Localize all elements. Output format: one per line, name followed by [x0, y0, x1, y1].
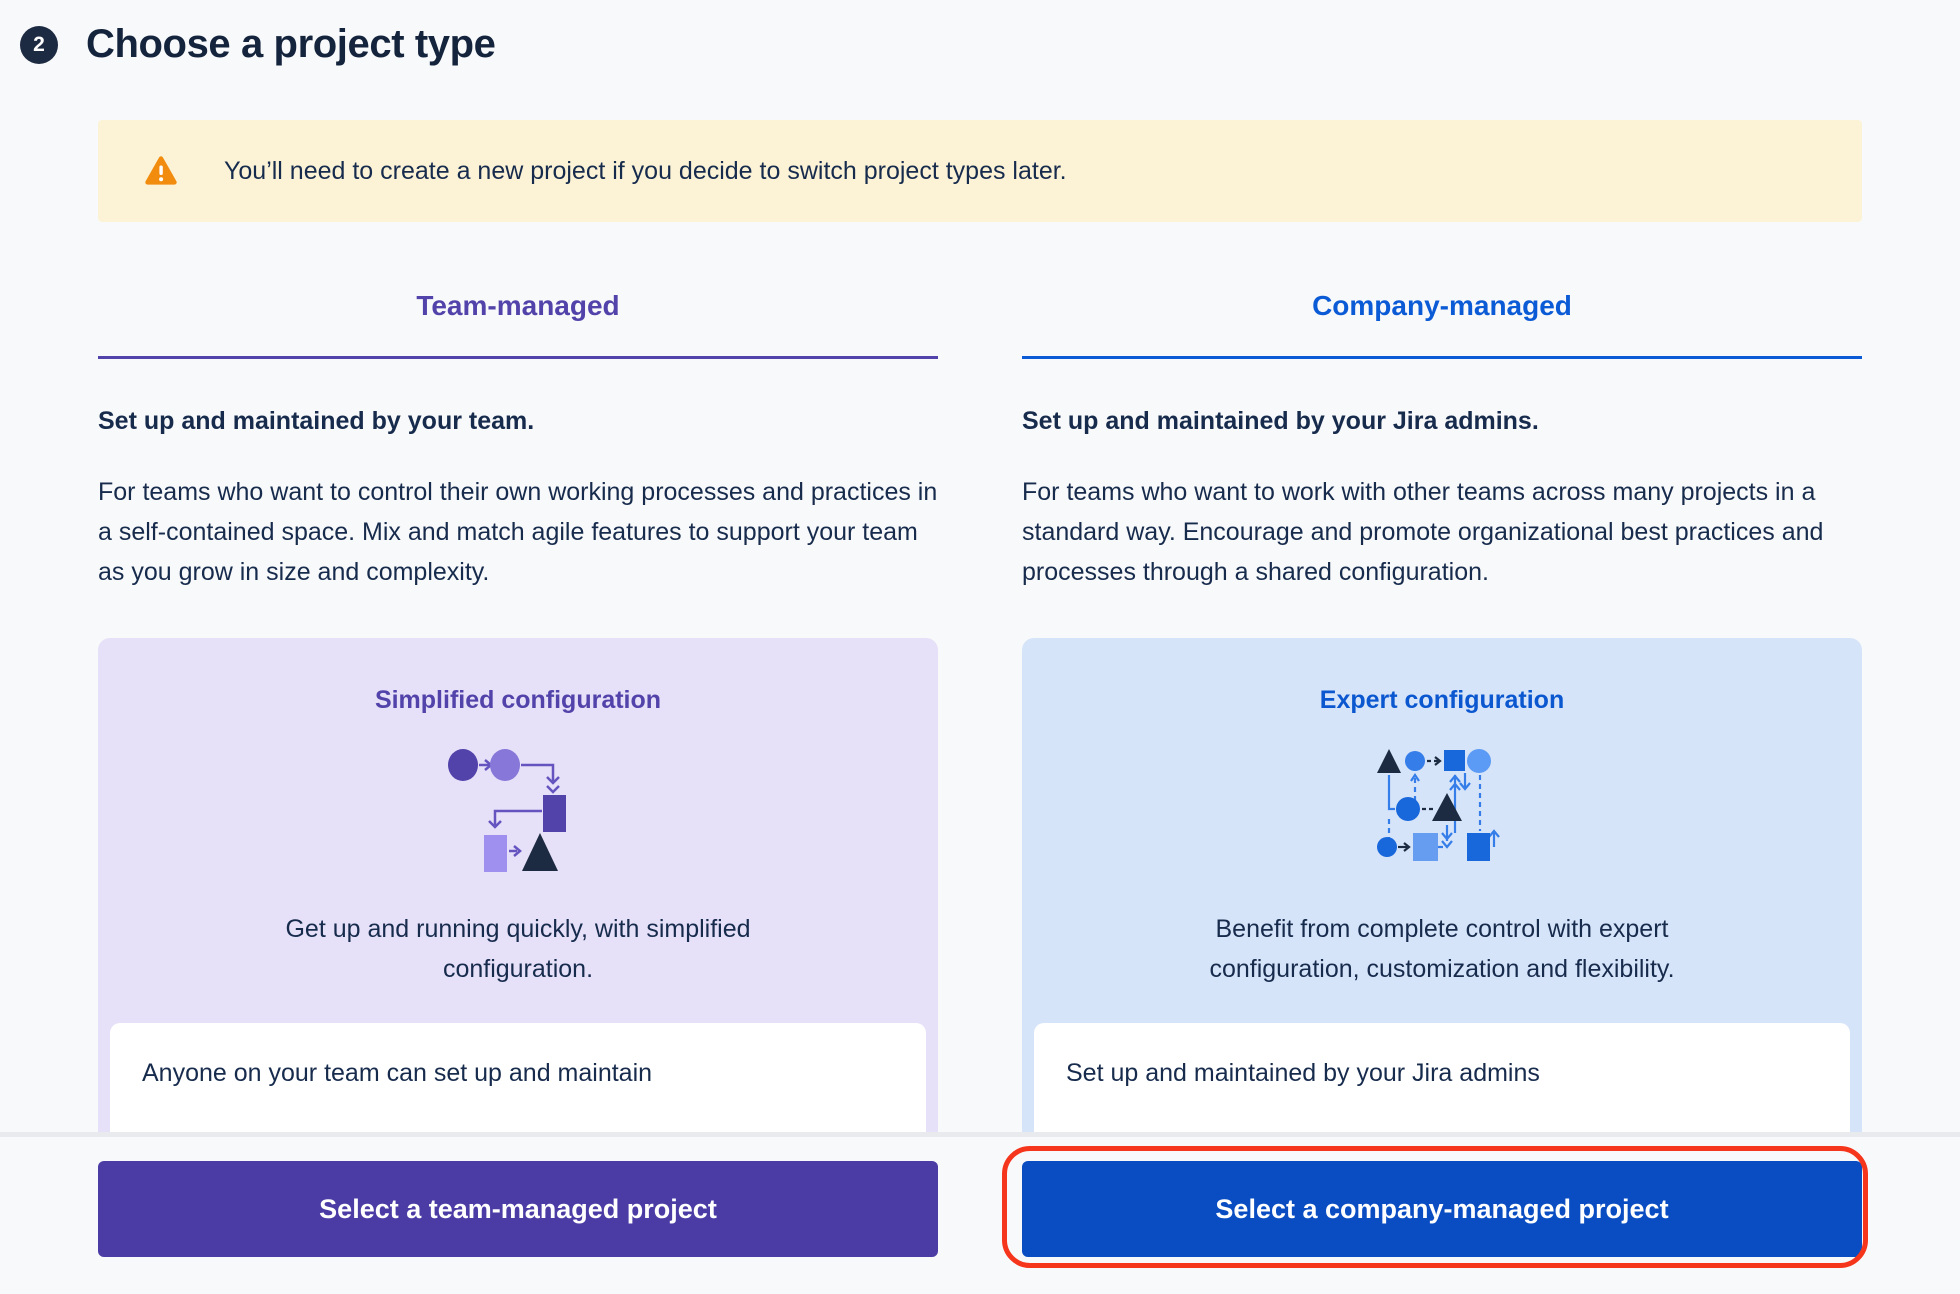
expert-configuration-card: Expert configuration [1022, 638, 1862, 1132]
simplified-configuration-text: Get up and running quickly, with simplif… [285, 915, 751, 983]
page-title: Choose a project type [86, 22, 496, 66]
simplified-configuration-title: Simplified configuration [374, 686, 662, 714]
company-description-text: For teams who want to work with other te… [1022, 478, 1824, 586]
team-inner-card: Anyone on your team can set up and maint… [110, 1023, 926, 1132]
expert-configuration-title: Expert configuration [1319, 686, 1565, 714]
company-managed-column: Company-managed Set up and maintained by… [1022, 290, 1862, 1132]
select-company-managed-button[interactable]: Select a company-managed project [1022, 1161, 1862, 1257]
simplified-flow-diagram-icon [98, 745, 938, 872]
team-managed-column: Team-managed Set up and maintained by yo… [98, 290, 938, 1132]
scroll-content: 2 Choose a project type You’ll need to c… [20, 22, 1862, 1132]
sticky-action-footer: Select a team-managed project Select a c… [0, 1132, 1960, 1294]
warning-text: You’ll need to create a new project if y… [224, 156, 1067, 185]
company-lead-text: Set up and maintained by your Jira admin… [1022, 407, 1539, 435]
company-inner-card: Set up and maintained by your Jira admin… [1034, 1023, 1850, 1132]
team-description-text: For teams who want to control their own … [98, 478, 938, 586]
team-lead-text: Set up and maintained by your team. [98, 407, 535, 435]
step-header: 2 Choose a project type [20, 22, 496, 67]
select-team-managed-button[interactable]: Select a team-managed project [98, 1161, 938, 1257]
expert-configuration-text: Benefit from complete control with exper… [1209, 915, 1675, 983]
company-managed-header: Company-managed [1022, 290, 1862, 359]
expert-flow-diagram-icon [1022, 745, 1862, 865]
warning-banner: You’ll need to create a new project if y… [98, 120, 1862, 222]
team-managed-header: Team-managed [98, 290, 938, 359]
step-number-badge: 2 [20, 25, 58, 64]
company-inner-card-text: Set up and maintained by your Jira admin… [1066, 1059, 1540, 1087]
team-inner-card-text: Anyone on your team can set up and maint… [142, 1059, 653, 1087]
project-type-columns: Team-managed Set up and maintained by yo… [98, 290, 1862, 1132]
simplified-configuration-card: Simplified configuration [98, 638, 938, 1132]
warning-triangle-icon [144, 155, 178, 187]
